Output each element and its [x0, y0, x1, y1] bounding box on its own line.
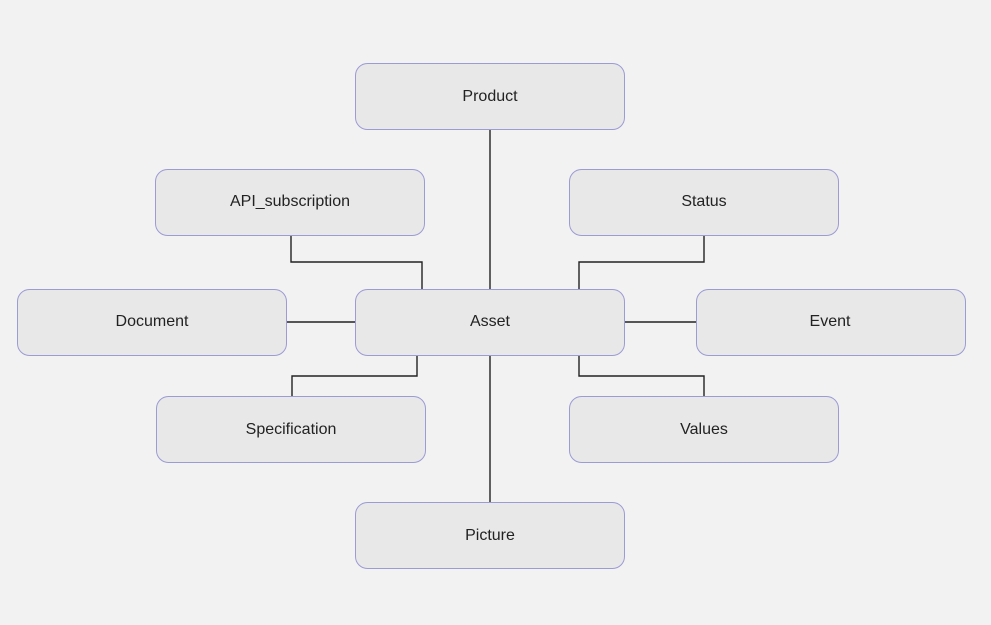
edge-asset-api-subscription — [290, 236, 423, 289]
node-values-label: Values — [680, 421, 728, 438]
node-asset[interactable]: Asset — [355, 289, 625, 356]
node-document-label: Document — [116, 313, 189, 330]
node-product-label: Product — [462, 88, 518, 105]
node-asset-label: Asset — [470, 313, 511, 330]
node-api-subscription[interactable]: API_subscription — [155, 169, 425, 236]
node-api-subscription-label: API_subscription — [230, 193, 350, 210]
node-specification-label: Specification — [246, 421, 337, 438]
node-product[interactable]: Product — [355, 63, 625, 130]
node-specification[interactable]: Specification — [156, 396, 426, 463]
edge-asset-status — [578, 236, 705, 289]
node-event-label: Event — [810, 313, 851, 330]
node-picture-label: Picture — [465, 527, 515, 544]
node-picture[interactable]: Picture — [355, 502, 625, 569]
edge-asset-values — [578, 355, 705, 396]
node-status-label: Status — [681, 193, 726, 210]
node-event[interactable]: Event — [696, 289, 966, 356]
node-document[interactable]: Document — [17, 289, 287, 356]
edge-asset-specification — [291, 355, 418, 396]
node-values[interactable]: Values — [569, 396, 839, 463]
node-status[interactable]: Status — [569, 169, 839, 236]
connectors — [287, 130, 705, 502]
